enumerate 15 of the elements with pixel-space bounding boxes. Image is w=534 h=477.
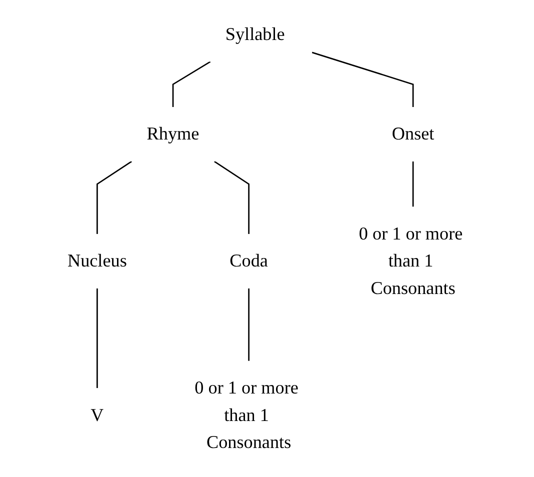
node-text: 0 or 1 or more than 1 Consonants: [194, 378, 298, 452]
node-text: Coda: [229, 251, 268, 272]
node-text: Rhyme: [146, 124, 199, 144]
connector: [412, 161, 414, 207]
node-text: V: [90, 405, 104, 426]
node-text: 0 or 1 or more than 1 Consonants: [358, 224, 462, 298]
node-text: Syllable: [224, 24, 284, 44]
connector: [311, 52, 414, 107]
connector: [248, 288, 250, 361]
connector: [96, 160, 132, 234]
connector: [172, 61, 210, 107]
node-text: Nucleus: [67, 251, 126, 272]
connector: [96, 288, 98, 388]
connector: [214, 160, 250, 234]
node-text: Onset: [391, 124, 434, 144]
